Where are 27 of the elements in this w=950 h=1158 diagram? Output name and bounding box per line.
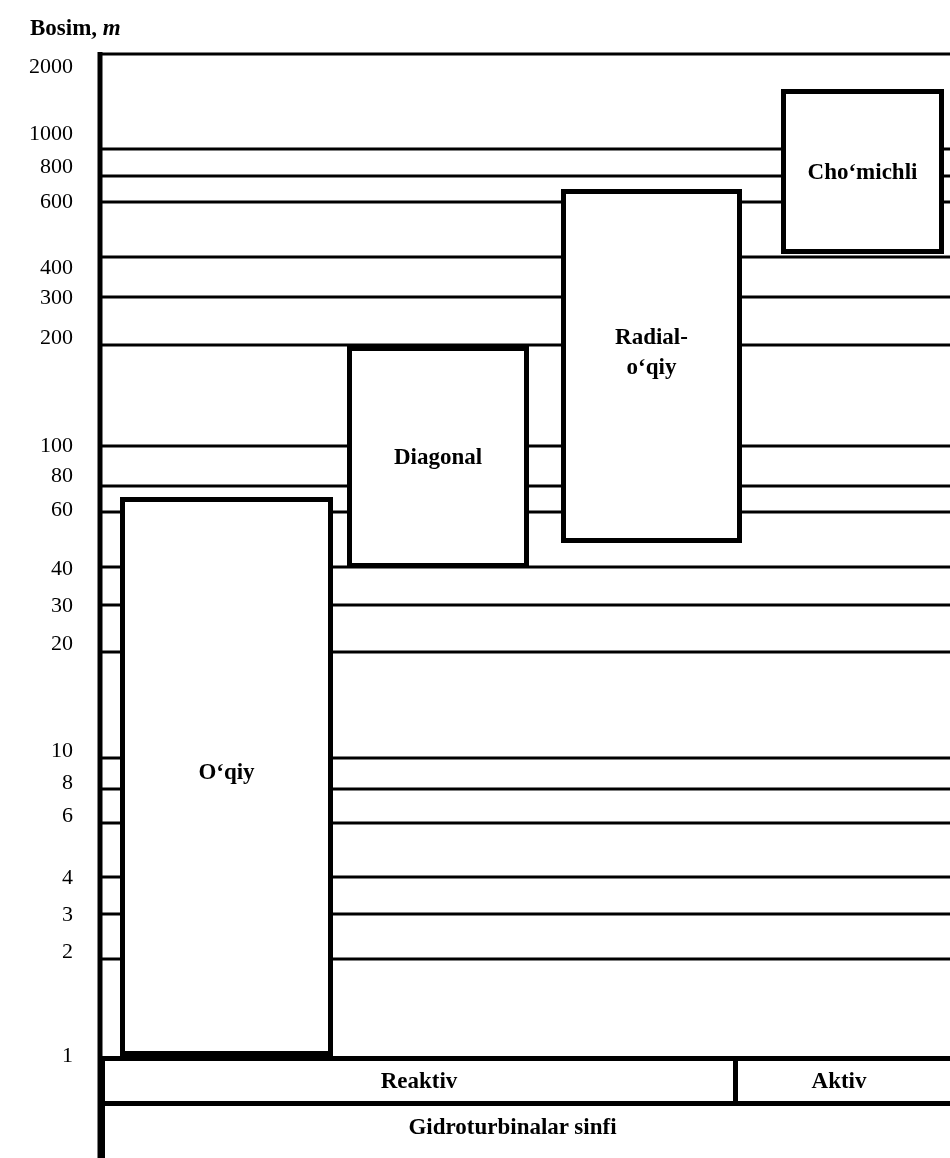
tick-label: 600: [40, 189, 73, 213]
tick-label: 200: [40, 325, 73, 349]
range-box: O‘qiy: [120, 497, 333, 1056]
tick-label: 80: [51, 463, 73, 487]
tick-label: 10: [51, 738, 73, 762]
axis-title: Bosim, m: [30, 14, 121, 42]
tick-label: 60: [51, 497, 73, 521]
range-box: Cho‘michli: [781, 89, 944, 254]
tick-label: 20: [51, 631, 73, 655]
tick-label: 30: [51, 593, 73, 617]
tick-label: 4: [62, 865, 73, 889]
category-band: Reaktiv: [100, 1056, 738, 1106]
tick-label: 100: [40, 433, 73, 457]
range-box: Diagonal: [347, 346, 529, 568]
tick-label: 800: [40, 154, 73, 178]
tick-label: 1: [62, 1043, 73, 1067]
tick-label: 300: [40, 285, 73, 309]
tick-label: 1000: [29, 121, 73, 145]
category-band: Aktiv: [738, 1056, 950, 1106]
tick-label: 3: [62, 902, 73, 926]
range-box: Radial- o‘qiy: [561, 189, 742, 543]
tick-label: 8: [62, 770, 73, 794]
tick-label: 400: [40, 255, 73, 279]
tick-label: 2: [62, 939, 73, 963]
tick-label: 6: [62, 803, 73, 827]
tick-label: 2000: [29, 54, 73, 78]
tick-label: 40: [51, 556, 73, 580]
